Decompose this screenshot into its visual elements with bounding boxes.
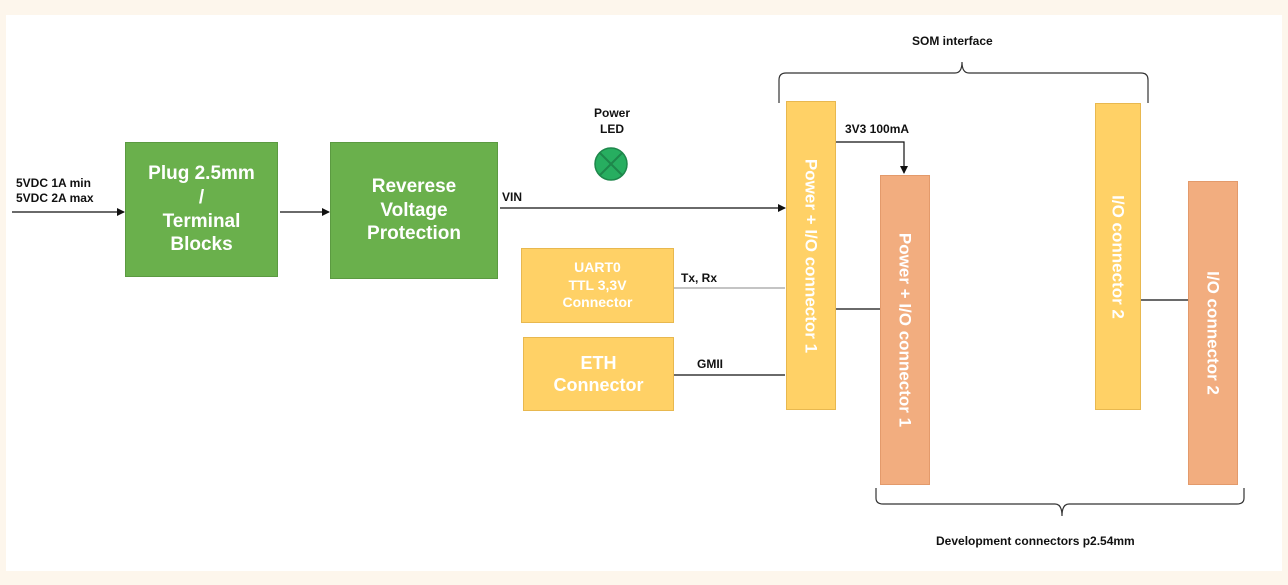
som-interface-brace: [778, 61, 1149, 103]
power-led-icon: [594, 147, 628, 181]
dev-power-connector-label: Power + I/O connector 1: [895, 232, 915, 428]
dev-io-connector-label: I/O connector 2: [1203, 271, 1223, 395]
protection-block: Reverese Voltage Protection: [330, 142, 498, 279]
plug-block: Plug 2.5mm / Terminal Blocks: [125, 142, 278, 277]
som-power-connector-label: Power + I/O connector 1: [801, 158, 821, 353]
eth-block: ETH Connector: [523, 337, 674, 411]
txrx-label: Tx, Rx: [681, 271, 718, 285]
som-io-connector-label: I/O connector 2: [1108, 194, 1128, 319]
dev-connectors-brace: [875, 488, 1245, 517]
gmii-label: GMII: [697, 357, 723, 371]
input-label: 5VDC 1A min 5VDC 2A max: [16, 176, 94, 205]
dev-io-connector: I/O connector 2: [1188, 181, 1238, 485]
som-io-connector: I/O connector 2: [1095, 103, 1141, 410]
vin-label: VIN: [502, 190, 523, 204]
som-power-connector: Power + I/O connector 1: [786, 101, 836, 410]
dev-connectors-label: Development connectors p2.54mm: [936, 534, 1135, 548]
som-interface-label: SOM interface: [912, 34, 993, 48]
dev-power-connector: Power + I/O connector 1: [880, 175, 930, 485]
power-led-label: Power LED: [593, 106, 630, 136]
power-3v3-wire: [836, 141, 908, 174]
uart-block: UART0 TTL 3,3V Connector: [521, 248, 674, 323]
power-3v3-label: 3V3 100mA: [845, 122, 910, 136]
